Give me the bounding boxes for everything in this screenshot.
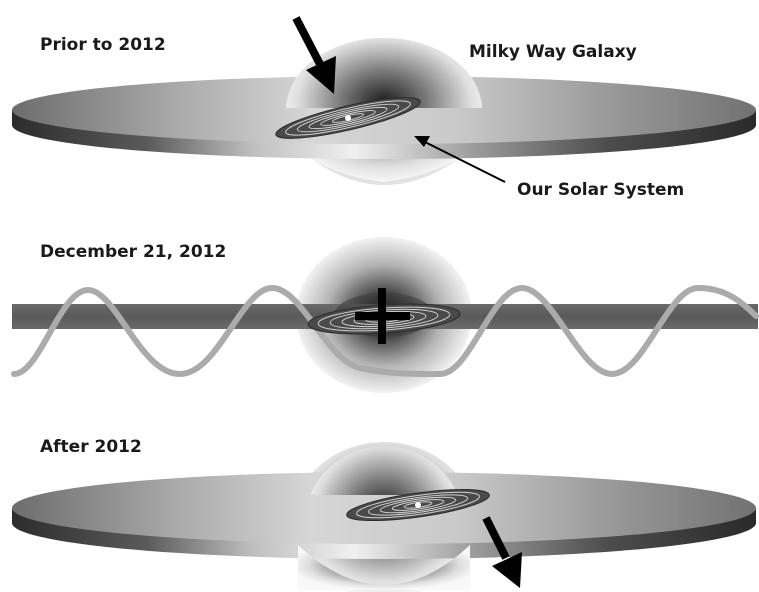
solar-oscillation-wave [11,284,759,378]
panel-label-december: December 21, 2012 [40,242,226,262]
galactic-bulge-lower [298,545,470,590]
panel-label-prior: Prior to 2012 [40,35,166,55]
alignment-cross-icon [355,288,410,344]
galactic-bulge-upper [286,38,482,108]
arrow-down-right-icon [482,516,522,588]
solar-system-callout-arrow [414,136,506,183]
sun-icon [345,115,351,121]
panel-december-21-2012: December 21, 2012 [11,237,759,393]
solar-system [275,97,421,139]
milky-way-label: Milky Way Galaxy [469,42,637,62]
galactic-bulge-upper [310,446,458,495]
panel-prior-to-2012: Prior to 2012 Milky Way Galaxy Our Solar… [12,16,756,200]
arrow-down-right-icon [292,16,336,94]
galactic-bulge-lower [300,150,470,185]
solar-system-label: Our Solar System [517,180,684,200]
sun-icon [415,502,421,508]
panel-label-after: After 2012 [40,437,142,457]
panel-after-2012: After 2012 [12,437,756,592]
solar-system [346,488,490,522]
